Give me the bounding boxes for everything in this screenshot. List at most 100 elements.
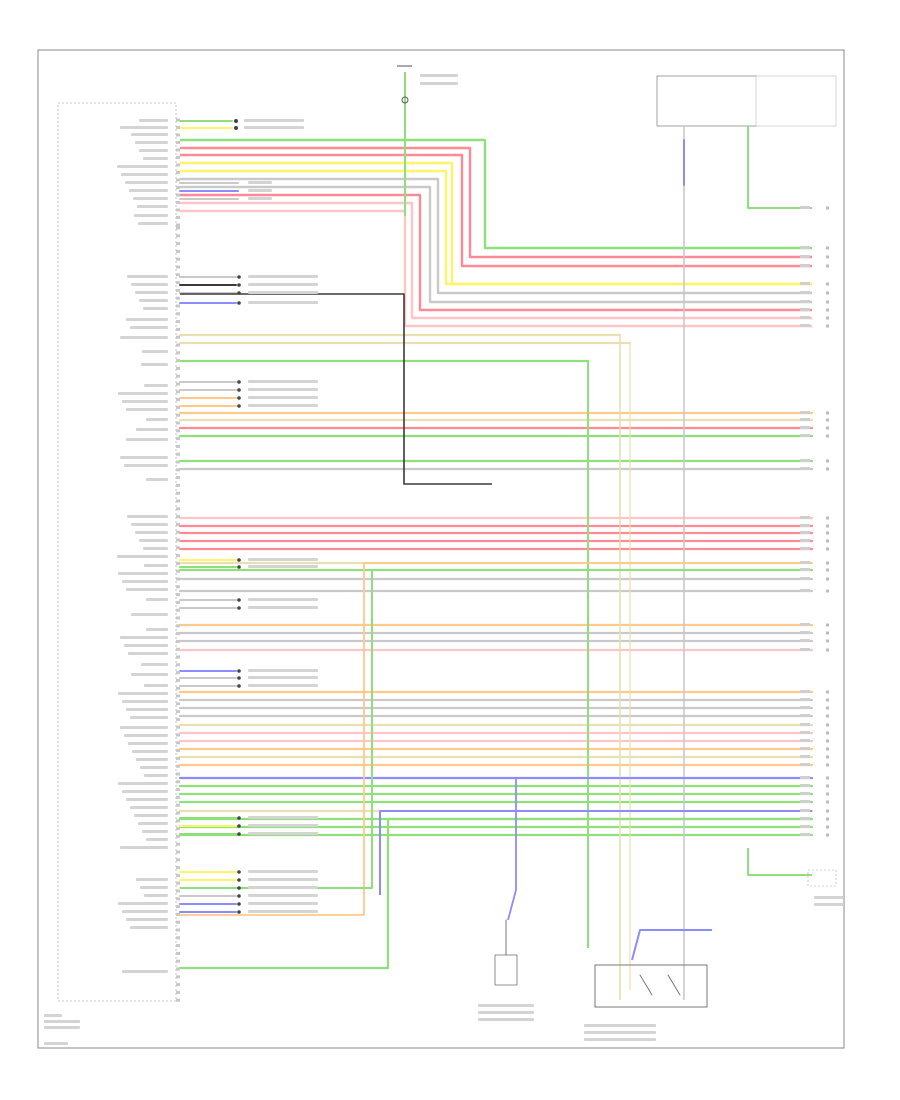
pin-number <box>176 444 180 448</box>
pin-number <box>176 756 180 760</box>
pin-name-label <box>135 141 168 144</box>
pin-number <box>176 897 180 901</box>
pin-number <box>176 163 180 167</box>
pin-number <box>176 178 180 182</box>
system-callout-label <box>248 388 318 391</box>
right-pin-number <box>826 577 829 581</box>
wire-bundle-run <box>180 201 812 320</box>
pin-number <box>176 257 180 261</box>
right-terminal-label <box>800 434 810 437</box>
system-callout-label <box>244 119 304 122</box>
right-pin-number <box>826 776 829 780</box>
pin-number <box>176 366 180 370</box>
pin-number <box>176 530 180 534</box>
pin-name-label <box>136 878 168 881</box>
pin-name-label <box>118 572 168 575</box>
pin-number <box>176 803 180 807</box>
pin-name-label <box>143 307 168 310</box>
pin-name-label <box>122 400 168 403</box>
pin-number <box>176 413 180 417</box>
pin-number <box>176 928 180 932</box>
right-pin-number <box>826 763 829 767</box>
pin-number <box>176 717 180 721</box>
pin-name-label <box>120 456 168 459</box>
right-pin-number <box>826 568 829 572</box>
system-callout-label <box>248 684 318 687</box>
splice-dot <box>234 126 238 130</box>
pin-name-label <box>122 970 168 973</box>
right-pin-number <box>826 755 829 759</box>
wire-bundle-run <box>180 185 812 304</box>
pin-number <box>176 616 180 620</box>
pin-number <box>176 468 180 472</box>
switch-label <box>584 1038 656 1041</box>
pin-name-label <box>118 782 168 785</box>
pin-name-label <box>144 564 168 567</box>
right-pin-number <box>826 426 829 430</box>
system-callout-label <box>248 404 318 407</box>
system-callout-label <box>244 126 304 129</box>
right-terminal-label <box>800 833 810 836</box>
system-callout-label <box>248 275 318 278</box>
splice-dot <box>237 870 241 874</box>
ecm-connector-outline <box>57 102 177 1002</box>
right-terminal-label <box>800 784 810 787</box>
pin-number <box>176 351 180 355</box>
system-callout-label <box>248 870 318 873</box>
system-callout-label <box>248 396 318 399</box>
pin-name-label <box>126 318 168 321</box>
right-terminal-label <box>800 706 810 709</box>
system-callout-label <box>248 910 318 913</box>
splice-dot <box>237 275 241 279</box>
pin-name-label <box>126 588 168 591</box>
pin-number <box>176 335 180 339</box>
pin-name-label <box>139 299 168 302</box>
pin-name-label <box>146 418 168 421</box>
wire-bundle-run <box>180 146 812 259</box>
pin-number <box>176 944 180 948</box>
pin-name-label <box>117 165 168 168</box>
pin-name-label <box>143 157 168 160</box>
pin-name-label <box>126 708 168 711</box>
pin-name-label <box>120 726 168 729</box>
pin-number <box>176 304 180 308</box>
pin-name-label <box>137 205 168 208</box>
right-terminal-label <box>800 418 810 421</box>
pin-number <box>176 288 180 292</box>
right-terminal-label <box>800 817 810 820</box>
pin-number <box>176 405 180 409</box>
right-pin-number <box>826 648 829 652</box>
right-terminal-label <box>800 698 810 701</box>
system-callout-label <box>248 824 318 827</box>
pin-number <box>176 795 180 799</box>
power-relay-box <box>656 75 758 127</box>
pin-name-label <box>130 926 168 929</box>
pin-number <box>176 647 180 651</box>
pin-name-label <box>143 547 168 550</box>
pin-name-label <box>136 428 168 431</box>
pin-number <box>176 460 180 464</box>
right-terminal-label <box>800 800 810 803</box>
splice-dot <box>237 404 241 408</box>
pin-number <box>176 491 180 495</box>
ignition-switch-icon <box>401 96 409 104</box>
pin-number <box>176 327 180 331</box>
pin-name-label <box>131 523 168 526</box>
right-terminal-label <box>800 714 810 717</box>
pin-name-label <box>144 684 168 687</box>
right-terminal-label <box>800 731 810 734</box>
sensor-label <box>478 1011 534 1014</box>
wire-color-label <box>248 197 272 200</box>
pin-number <box>176 967 180 971</box>
splice-dot <box>234 119 238 123</box>
right-terminal-label <box>800 459 810 462</box>
pin-number <box>176 499 180 503</box>
relay-output-wire <box>747 126 812 209</box>
splice-dot <box>237 910 241 914</box>
right-pin-number <box>826 308 829 312</box>
splice-dot <box>237 301 241 305</box>
pin-name-label <box>139 149 168 152</box>
pin-number <box>176 421 180 425</box>
right-pin-number <box>826 784 829 788</box>
pin-name-label <box>144 894 168 897</box>
